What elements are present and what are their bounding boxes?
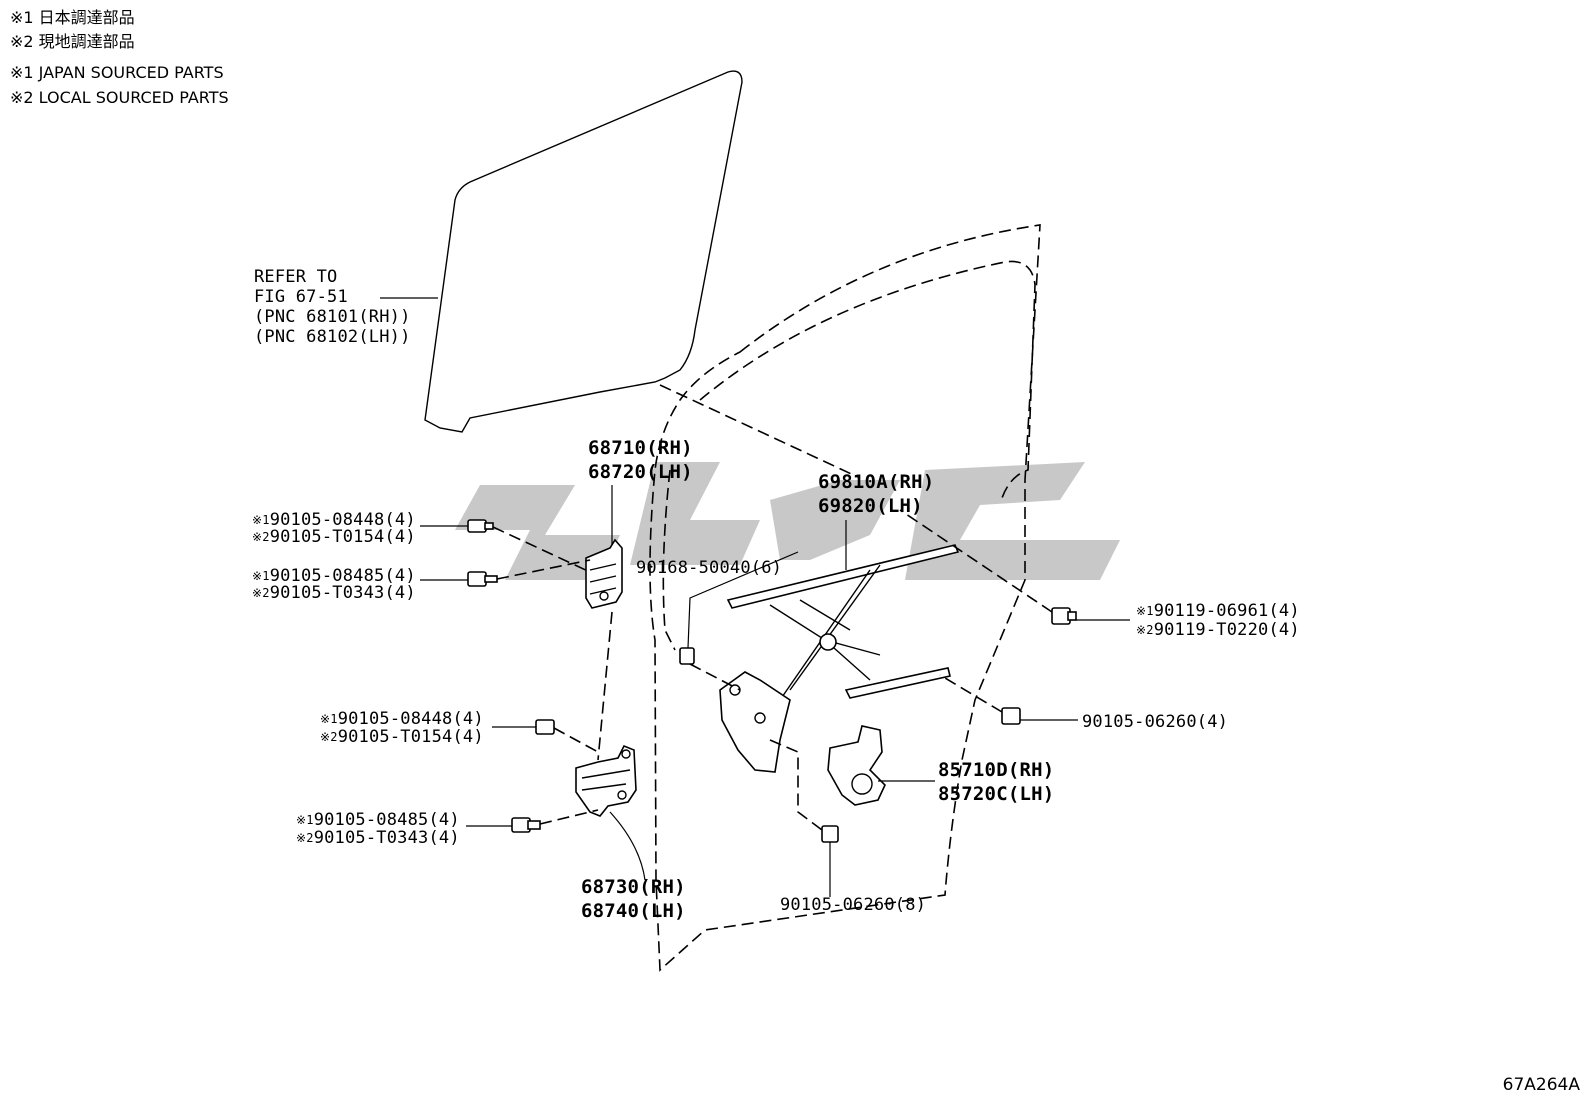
upper-hinge-rh-label: 68710(RH)	[588, 437, 693, 459]
lower-hinge	[575, 744, 637, 817]
lower-bolt-b2-label: ※290105-T0343(4)	[296, 828, 460, 849]
part-number: 90105-T0154(4)	[269, 527, 416, 547]
refer-line-1: REFER TO	[254, 267, 338, 287]
bolt-rail	[1001, 707, 1021, 725]
legend-line-1: ※1 日本調達部品	[10, 8, 135, 27]
right-bolt-1-label: ※190119-06961(4)	[1136, 601, 1300, 622]
regulator-bolt-label: 90168-50040(6)	[636, 558, 783, 578]
fastener-path-regulator	[689, 663, 741, 691]
door-inner-frame	[699, 260, 1036, 499]
lower-bolt-a2-label: ※290105-T0154(4)	[320, 727, 484, 748]
refer-line-4: (PNC 68102(LH))	[254, 327, 411, 347]
fastener-path-lower-1	[553, 727, 599, 753]
door-inner-lower	[662, 469, 676, 651]
mark-1: ※1	[1136, 604, 1154, 618]
lower-bolt-a1-label: ※190105-08448(4)	[320, 709, 484, 730]
motor-rh-label: 85710D(RH)	[938, 759, 1055, 781]
bolt-right	[1051, 607, 1077, 625]
part-number: 90105-08448(4)	[269, 510, 416, 530]
upper-bolt-a1-label: ※190105-08448(4)	[252, 510, 416, 531]
right-bolt-2-label: ※290119-T0220(4)	[1136, 620, 1300, 641]
fastener-path-right	[899, 509, 1053, 613]
upper-bolt-b1-label: ※190105-08485(4)	[252, 566, 416, 587]
mark-2: ※2	[320, 730, 338, 744]
door-outline	[649, 224, 1041, 972]
mark-1: ※1	[252, 513, 270, 527]
window-regulator	[719, 544, 960, 773]
upper-bolt-a2-label: ※290105-T0154(4)	[252, 527, 416, 548]
fastener-path-motor	[769, 739, 823, 831]
window-motor	[827, 725, 886, 806]
fastener-path-lower-2	[539, 809, 599, 825]
mark-1: ※1	[296, 813, 314, 827]
lower-bolt-b1-label: ※190105-08485(4)	[296, 810, 460, 831]
lower-hinge-rh-label: 68730(RH)	[581, 876, 686, 898]
mark-1: ※1	[320, 712, 338, 726]
part-number: 90105-T0343(4)	[313, 828, 460, 848]
refer-line-3: (PNC 68101(RH))	[254, 307, 411, 327]
mark-1: ※1	[252, 569, 270, 583]
leader-regulator-bolt	[687, 551, 799, 649]
lower-hinge-leader	[609, 811, 646, 881]
door-glass	[424, 70, 743, 433]
bolt-regulator	[679, 647, 695, 665]
part-number: 90119-06961(4)	[1153, 601, 1300, 621]
legend-line-4: ※2 LOCAL SOURCED PARTS	[10, 88, 229, 107]
motor-lh-label: 85720C(LH)	[938, 783, 1055, 805]
regulator-dashed-leader	[659, 384, 861, 479]
motor-bolt-label: 90105-06260(8)	[780, 895, 927, 915]
regulator-lh-label: 69820(LH)	[818, 495, 923, 517]
part-number: 90119-T0220(4)	[1153, 620, 1300, 640]
upper-bolt-b2-label: ※290105-T0343(4)	[252, 583, 416, 604]
bolt-lower-1	[535, 719, 555, 735]
fastener-path-upper-2	[496, 559, 591, 580]
mark-2: ※2	[296, 831, 314, 845]
bolt-upper-1	[467, 519, 494, 533]
upper-hinge	[585, 538, 623, 609]
bolt-upper-2	[467, 571, 498, 587]
part-number: 90105-08485(4)	[313, 810, 460, 830]
bolt-motor	[821, 825, 839, 843]
regulator-rh-label: 69810A(RH)	[818, 471, 935, 493]
refer-line-2: FIG 67-51	[254, 287, 348, 307]
watermark-logo	[455, 462, 1120, 580]
lower-hinge-lh-label: 68740(LH)	[581, 900, 686, 922]
hinge-centerline	[597, 611, 613, 761]
mark-2: ※2	[252, 586, 270, 600]
part-number: 90105-T0154(4)	[337, 727, 484, 747]
legend-line-3: ※1 JAPAN SOURCED PARTS	[10, 63, 224, 82]
mark-2: ※2	[1136, 623, 1154, 637]
bolt-lower-2	[511, 817, 541, 833]
rail-bolt-label: 90105-06260(4)	[1082, 712, 1229, 732]
fastener-path-rail	[939, 674, 1003, 713]
part-number: 90105-08485(4)	[269, 566, 416, 586]
part-number: 90105-08448(4)	[337, 709, 484, 729]
figure-code: 67A264A	[1502, 1075, 1580, 1095]
upper-hinge-lh-label: 68720(LH)	[588, 461, 693, 483]
mark-2: ※2	[252, 530, 270, 544]
part-number: 90105-T0343(4)	[269, 583, 416, 603]
legend-line-2: ※2 現地調達部品	[10, 32, 135, 51]
